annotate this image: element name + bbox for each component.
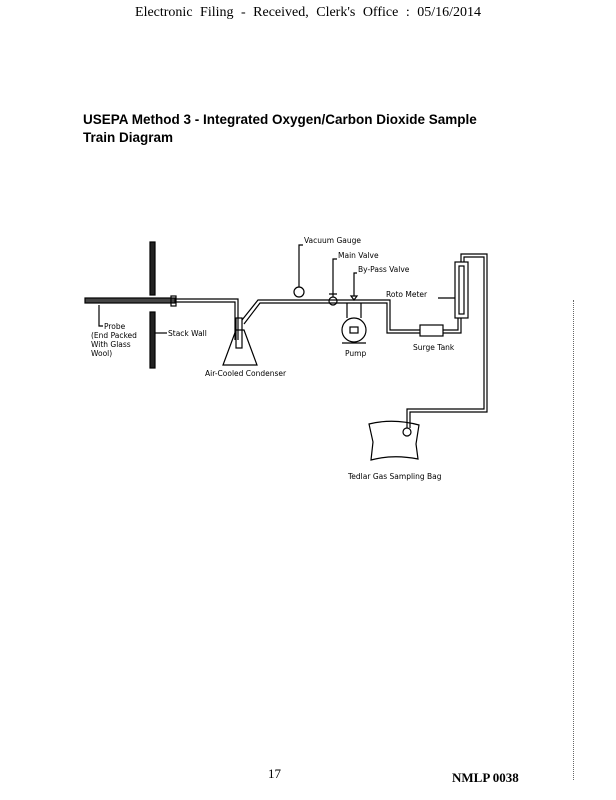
label-probe-line2: (End Packed bbox=[91, 331, 137, 340]
page-number: 17 bbox=[268, 766, 281, 781]
probe-leader bbox=[98, 305, 103, 327]
label-probe: Probe bbox=[104, 322, 126, 331]
air-cooled-condenser bbox=[222, 299, 300, 366]
label-vacuum-gauge: Vacuum Gauge bbox=[304, 236, 361, 245]
title-line-2: Train Diagram bbox=[83, 130, 174, 145]
title-line-1: USEPA Method 3 - Integrated Oxygen/Carbo… bbox=[83, 112, 477, 127]
tubing-to-rotameter bbox=[443, 318, 462, 334]
surge-tank-icon bbox=[419, 324, 444, 337]
label-bypass-valve: By-Pass Valve bbox=[358, 265, 410, 274]
vacuum-gauge-icon bbox=[293, 286, 305, 298]
label-condenser: Air-Cooled Condenser bbox=[205, 369, 287, 378]
bypass-valve-leader bbox=[353, 272, 357, 296]
label-main-valve: Main Valve bbox=[338, 251, 379, 260]
label-pump: Pump bbox=[345, 349, 366, 358]
probe bbox=[84, 295, 239, 340]
label-probe-line4: Wool) bbox=[91, 349, 112, 358]
bates-number: NMLP 0038 bbox=[452, 770, 519, 785]
main-valve-leader bbox=[332, 258, 337, 294]
tubing-to-bag bbox=[406, 253, 488, 428]
filing-stamp-header: Electronic Filing - Received, Clerk's Of… bbox=[135, 5, 481, 20]
vacuum-gauge-leader bbox=[298, 244, 303, 287]
sampling-bag-icon bbox=[368, 420, 420, 461]
pump-icon bbox=[341, 303, 367, 344]
stack-wall bbox=[149, 241, 156, 369]
label-roto-meter: Roto Meter bbox=[386, 290, 428, 299]
label-stack-wall: Stack Wall bbox=[168, 329, 207, 338]
label-probe-line3: With Glass bbox=[91, 340, 131, 349]
label-sampling-bag: Tedlar Gas Sampling Bag bbox=[347, 472, 442, 481]
tubing-main bbox=[300, 299, 420, 334]
label-surge-tank: Surge Tank bbox=[413, 343, 455, 352]
page-title: USEPA Method 3 - Integrated Oxygen/Carbo… bbox=[83, 111, 477, 147]
scan-edge-artifact bbox=[573, 300, 576, 780]
roto-meter-icon bbox=[454, 261, 469, 319]
